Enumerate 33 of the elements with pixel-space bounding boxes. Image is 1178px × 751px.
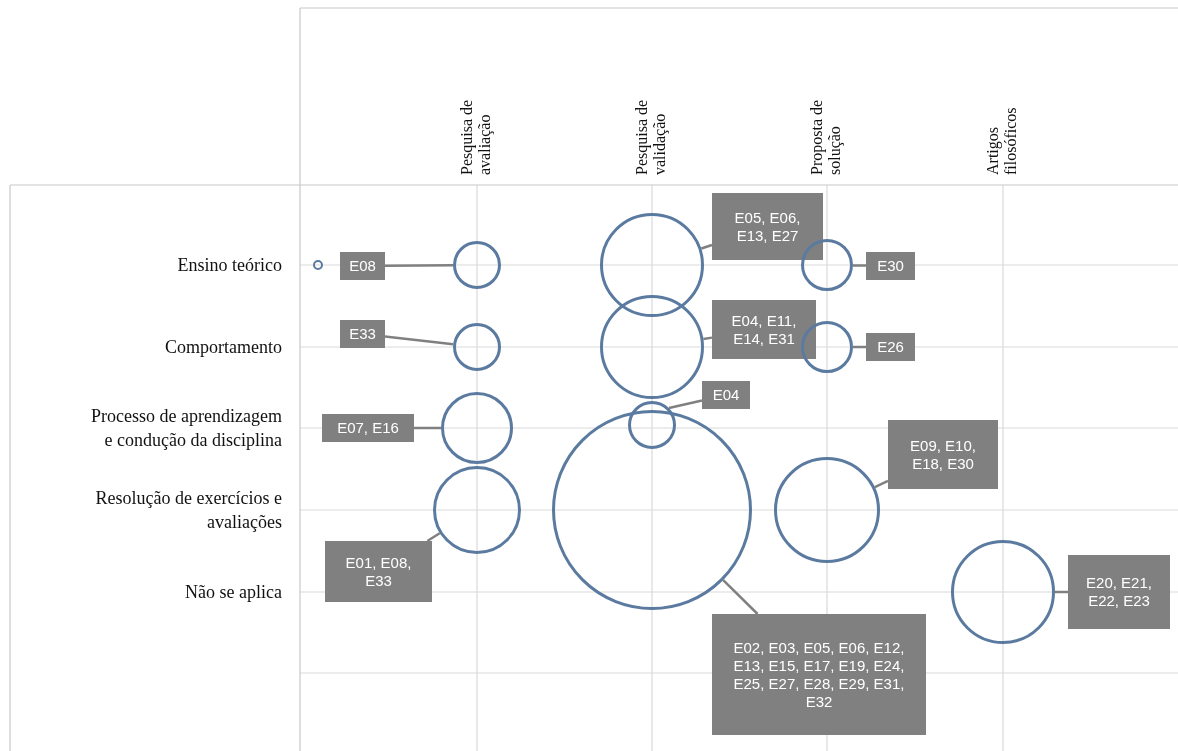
row-header: Resolução de exercícios e avaliações — [94, 487, 282, 534]
bubble — [801, 321, 853, 373]
row-header: Não se aplica — [184, 581, 282, 604]
column-header: Pesquisa de avaliação — [458, 98, 495, 175]
bubble — [600, 213, 704, 317]
callout-box: E33 — [340, 320, 385, 348]
row-header: Ensino teórico — [176, 254, 282, 277]
callout-box: E20, E21, E22, E23 — [1068, 555, 1170, 629]
callout-box: E09, E10, E18, E30 — [888, 420, 998, 489]
column-header: Proposta de solução — [808, 98, 845, 175]
callout-box: E07, E16 — [322, 414, 414, 442]
bubble — [628, 401, 676, 449]
column-header: Pesquisa de validação — [633, 98, 670, 175]
callout-box: E30 — [866, 252, 915, 280]
callout-box: E04 — [702, 381, 750, 409]
row-header: Comportamento — [164, 336, 282, 359]
bubble — [951, 540, 1055, 644]
callout-box: E04, E11, E14, E31 — [712, 300, 816, 359]
callout-box: E02, E03, E05, E06, E12, E13, E15, E17, E19, E24, E25, E27, E28, E29, E31, E32 — [712, 614, 926, 735]
callout-box: E01, E08, E33 — [325, 541, 432, 602]
bubble — [441, 392, 513, 464]
bubble — [552, 410, 752, 610]
bubble — [801, 239, 853, 291]
row-header: Processo de aprendizagem e condução da disciplina — [90, 405, 282, 452]
callout-box: E05, E06, E13, E27 — [712, 193, 823, 260]
column-header: Artigos filosóficos — [984, 106, 1020, 175]
bubble — [313, 260, 323, 270]
bubble — [453, 241, 501, 289]
bubble — [774, 457, 880, 563]
bubble — [433, 466, 521, 554]
bubble — [453, 323, 501, 371]
callout-box: E08 — [340, 252, 385, 280]
callout-box: E26 — [866, 333, 915, 361]
